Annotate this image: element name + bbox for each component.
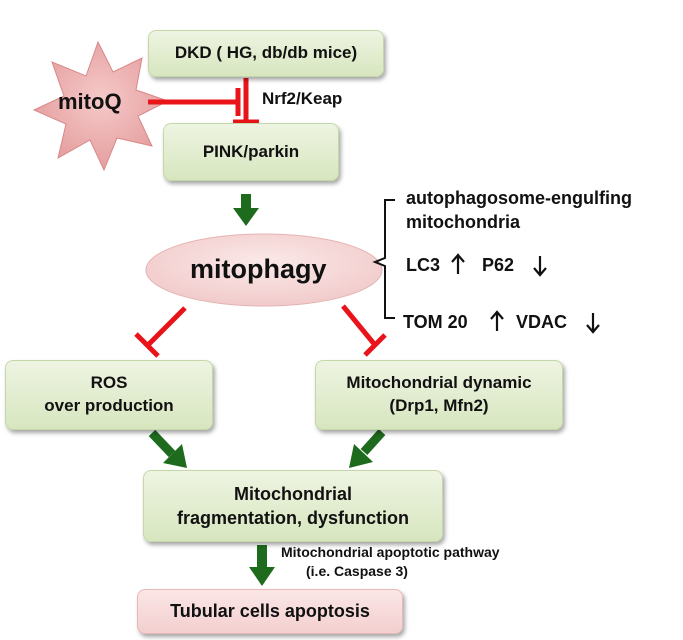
dynamic-label-line1: Mitochondrial dynamic xyxy=(346,373,532,393)
dkd-box: DKD ( HG, db/db mice) xyxy=(148,30,384,77)
nrf2-keap-label: Nrf2/Keap xyxy=(262,89,343,108)
apoptosis-label: Tubular cells apoptosis xyxy=(170,601,370,622)
apoptotic-pathway-label-line2: (i.e. Caspase 3) xyxy=(306,563,408,579)
mitophagy-to-dynamic-bar xyxy=(363,333,387,357)
p62-label: P62 xyxy=(482,255,515,275)
pink-parkin-box: PINK/parkin xyxy=(163,123,339,181)
ros-label-line2: over production xyxy=(44,396,174,415)
mitophagy-label: mitophagy xyxy=(190,254,327,284)
apoptotic-pathway-label-line1: Mitochondrial apoptotic pathway xyxy=(281,544,500,560)
lc3-up-arrow-icon xyxy=(451,253,465,274)
lc3-label: LC3 xyxy=(406,255,441,275)
mitophagy-to-dynamic-line xyxy=(341,304,377,347)
vdac-label: VDAC xyxy=(516,312,568,332)
ros-box: ROS over production xyxy=(5,360,213,430)
ros-label-line1: ROS xyxy=(90,373,128,393)
fragmentation-label-line1: Mitochondrial xyxy=(234,483,352,504)
dynamic-to-fragmentation-arrow xyxy=(349,428,386,468)
dynamic-label-line2: (Drp1, Mfn2) xyxy=(389,396,489,415)
dkd-label: DKD ( HG, db/db mice) xyxy=(174,43,358,63)
autophagosome-label-line2: mitochondria xyxy=(406,212,521,232)
fragmentation-label-line2: fragmentation, dysfunction xyxy=(176,508,409,528)
ros-to-fragmentation-arrow xyxy=(148,429,187,468)
apoptosis-box: Tubular cells apoptosis xyxy=(137,589,403,634)
vdac-down-arrow-icon xyxy=(586,313,600,334)
p62-down-arrow-icon xyxy=(533,256,547,277)
mitophagy-to-ros-bar xyxy=(134,332,160,358)
tom20-up-arrow-icon xyxy=(490,310,504,331)
mitochondrial-dynamic-box: Mitochondrial dynamic (Drp1, Mfn2) xyxy=(315,360,563,430)
tom20-label: TOM 20 xyxy=(403,312,468,332)
fragmentation-box: Mitochondrial fragmentation, dysfunction xyxy=(143,470,443,542)
mitophagy-to-ros-line xyxy=(146,306,187,347)
marker-bracket xyxy=(372,199,395,319)
fragmentation-to-apoptosis-arrow xyxy=(249,545,275,586)
pink-to-mitophagy-arrow xyxy=(233,194,259,226)
autophagosome-label-line1: autophagosome-engulfing xyxy=(406,188,632,208)
mitophagy-ellipse xyxy=(145,233,383,307)
mitoq-label: mitoQ xyxy=(58,89,122,114)
mitoq-starburst xyxy=(32,40,170,172)
pink-parkin-label: PINK/parkin xyxy=(202,141,300,161)
